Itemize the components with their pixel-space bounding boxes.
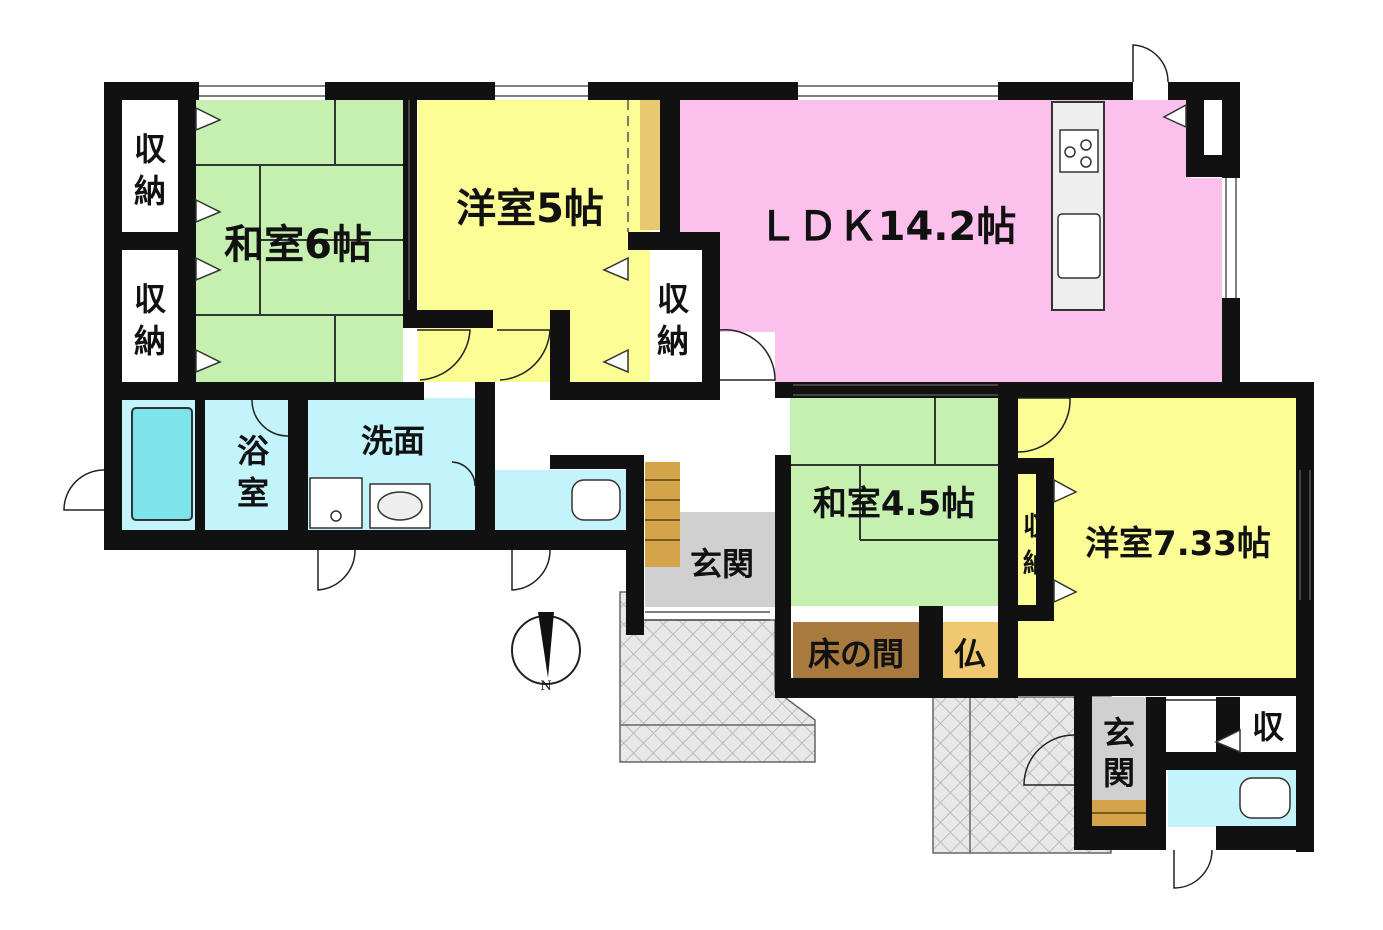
genkan-step-lines <box>645 479 1146 814</box>
label-storage-a2: 納 <box>134 172 166 210</box>
label-storage-b1: 収 <box>134 280 166 318</box>
room-fill-bath-tub <box>131 407 193 521</box>
label-ldk: ＬＤＫ14.2帖 <box>758 204 1017 250</box>
fixtures <box>309 101 1291 819</box>
room-fill-genkan-step <box>645 462 680 567</box>
label-genkan2-2: 関 <box>1103 754 1135 792</box>
north-arrow-icon: N <box>511 612 581 694</box>
room-fill-tokonoma <box>793 622 919 678</box>
room-fill-yoshitsu5 <box>418 100 650 382</box>
label-storage-c2: 納 <box>657 322 689 360</box>
label-bath-2: 室 <box>237 474 269 512</box>
room-labels: 和室6帖 洋室5帖 ＬＤＫ14.2帖 和室4.5帖 洋室7.33帖 洗面 玄関 … <box>134 130 1284 792</box>
label-storage-c1: 収 <box>657 280 689 318</box>
label-senmen: 洗面 <box>361 422 425 460</box>
room-fill-washitsu45 <box>790 398 998 606</box>
label-washitsu45: 和室4.5帖 <box>813 484 975 524</box>
label-storage-d2: 納 <box>1023 548 1049 579</box>
room-fill-yoshitsu5-upper <box>640 100 660 230</box>
label-yoshitsu733: 洋室7.33帖 <box>1085 524 1271 564</box>
label-storage-small: 収 <box>1252 708 1284 746</box>
cooktop-icon <box>1059 129 1099 173</box>
room-fill-butsuma <box>943 622 998 678</box>
label-tokonoma: 床の間 <box>808 635 904 673</box>
closet-markers <box>195 103 1241 754</box>
label-genkan: 玄関 <box>690 545 754 583</box>
compass-north-label: N <box>540 679 551 694</box>
label-storage-d1: 収 <box>1023 512 1050 542</box>
sink-icon <box>1057 213 1101 279</box>
label-storage-a1: 収 <box>134 130 166 168</box>
label-washitsu6: 和室6帖 <box>224 222 372 268</box>
toilet-icon <box>571 479 621 521</box>
walls <box>104 82 1314 852</box>
doors <box>63 44 1216 889</box>
room-fill-yoshitsu733 <box>1018 398 1296 678</box>
washing-machine-icon <box>309 477 363 529</box>
label-butsuma: 仏 <box>954 635 986 673</box>
tatami-lines <box>195 100 998 541</box>
label-storage-b2: 納 <box>134 322 166 360</box>
label-genkan2-1: 玄 <box>1103 714 1135 752</box>
label-bath-1: 浴 <box>237 432 270 470</box>
label-yoshitsu5: 洋室5帖 <box>456 186 604 232</box>
windows <box>199 85 1311 621</box>
toilet2-icon <box>1239 777 1291 819</box>
